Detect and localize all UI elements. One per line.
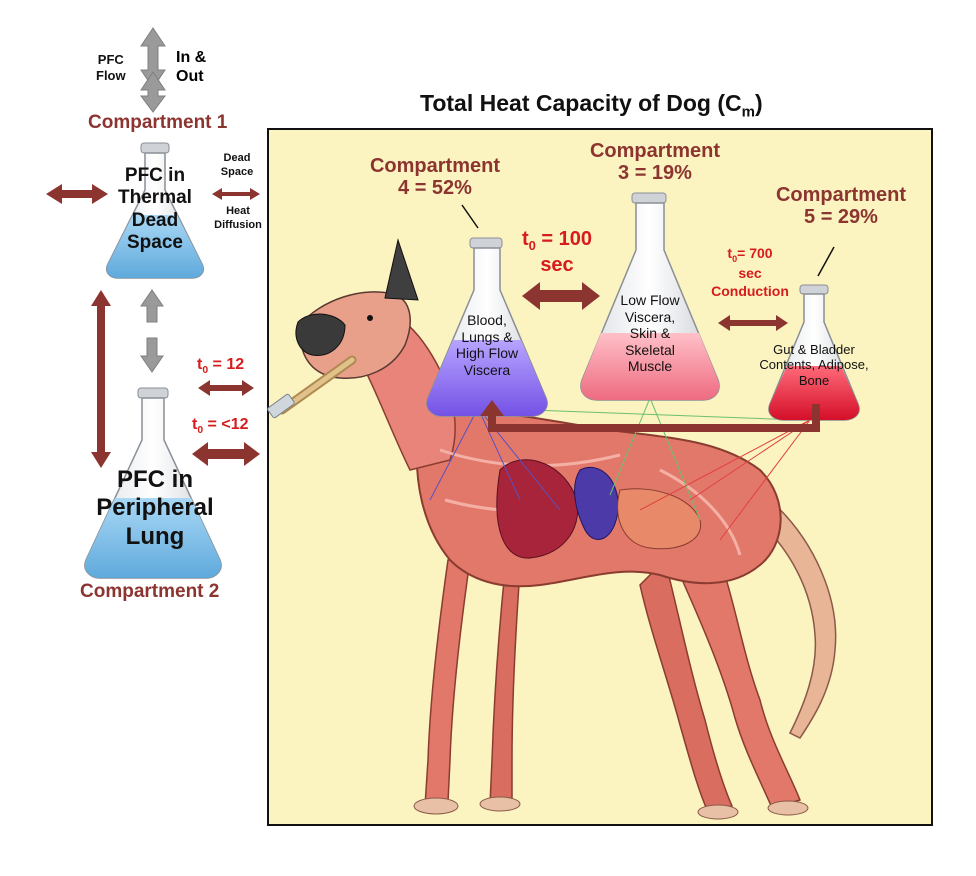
compartment-3-label: Compartment 3 = 19%: [589, 140, 720, 184]
flask-3-label: Low Flow Viscera, Skin & Skeletal Muscle: [620, 292, 680, 375]
page-title: Total Heat Capacity of Dog (Cm): [420, 90, 763, 121]
flask-compartment-5: [768, 284, 860, 421]
dead-space-label: Dead Space: [220, 152, 254, 178]
heat-diffusion-label: Heat Diffusion: [214, 205, 262, 231]
gray-arrows: [140, 27, 166, 373]
red-arrows: [46, 184, 820, 468]
feeding-tube: [267, 355, 357, 419]
flask-compartment-2: [84, 387, 222, 579]
compartment-1-label: Compartment 1: [88, 112, 228, 133]
flask-5-label: Gut & Bladder Contents, Adipose, Bone: [759, 342, 869, 388]
flask-compartment-3: [580, 192, 720, 401]
in-out-label: In & Out: [176, 49, 207, 86]
t0-700-label: t0= 700 sec Conduction: [711, 245, 789, 299]
pfc-flow-label: PFC Flow: [96, 52, 126, 84]
flask-1-label: PFC in Thermal Dead Space: [118, 165, 192, 254]
flask-2-label: PFC in Peripheral Lung: [96, 466, 214, 550]
flask-4-label: Blood, Lungs & High Flow Viscera: [455, 312, 519, 378]
flask-compartment-1: [106, 142, 204, 279]
dog-illustration: [295, 238, 837, 820]
compartment-2-label: Compartment 2: [80, 581, 220, 602]
leader-line-comp4: [461, 204, 479, 229]
t0-lt12-label: t0 = <12: [192, 416, 249, 437]
t0-100-label: t0 = 100 sec: [521, 228, 593, 276]
leader-line-comp5: [817, 246, 835, 277]
compartment-5-label: Compartment 5 = 29%: [775, 184, 906, 228]
flask-compartment-4: [426, 237, 548, 417]
compartment-4-label: Compartment 4 = 52%: [369, 155, 500, 199]
t0-12-label: t0 = 12: [197, 356, 245, 377]
